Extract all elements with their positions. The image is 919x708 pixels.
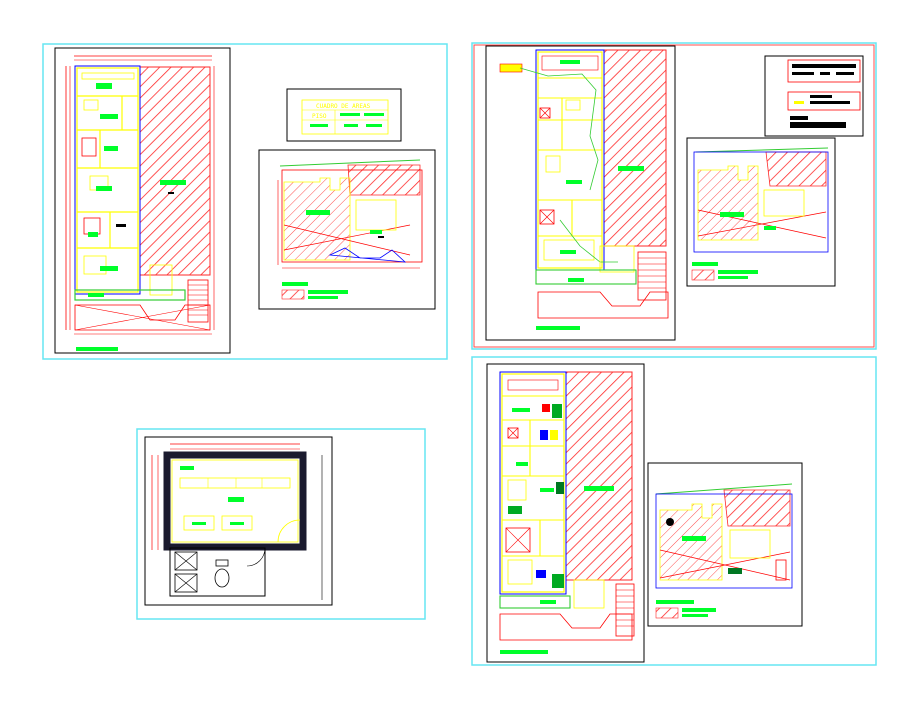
floor-plan-sheet-1 <box>54 47 231 354</box>
frame-border <box>42 43 448 360</box>
sheet-title-bar <box>76 347 118 351</box>
legend-block <box>764 55 864 137</box>
frame-top-right <box>471 42 877 350</box>
frame-bottom-left <box>136 428 426 620</box>
area-table-floor-label: PISO <box>312 113 327 120</box>
area-table: CUADRO DE AREAS PISO <box>286 88 402 142</box>
detail-plan-sheet <box>144 436 333 606</box>
roof-plan-sheet-2 <box>686 137 836 287</box>
building-outline <box>74 65 141 295</box>
frame-bottom-right <box>471 356 877 666</box>
roof-plan-sheet-3 <box>647 462 803 627</box>
roof-plan-sheet-1 <box>258 149 436 310</box>
floor-plan-sheet-3 <box>486 363 645 663</box>
frame-top-left: CUADRO DE AREAS PISO <box>42 43 448 360</box>
area-table-title: CUADRO DE AREAS <box>316 103 371 110</box>
floor-plan-sheet-2 <box>485 45 676 341</box>
hatched-open-area <box>139 66 211 276</box>
